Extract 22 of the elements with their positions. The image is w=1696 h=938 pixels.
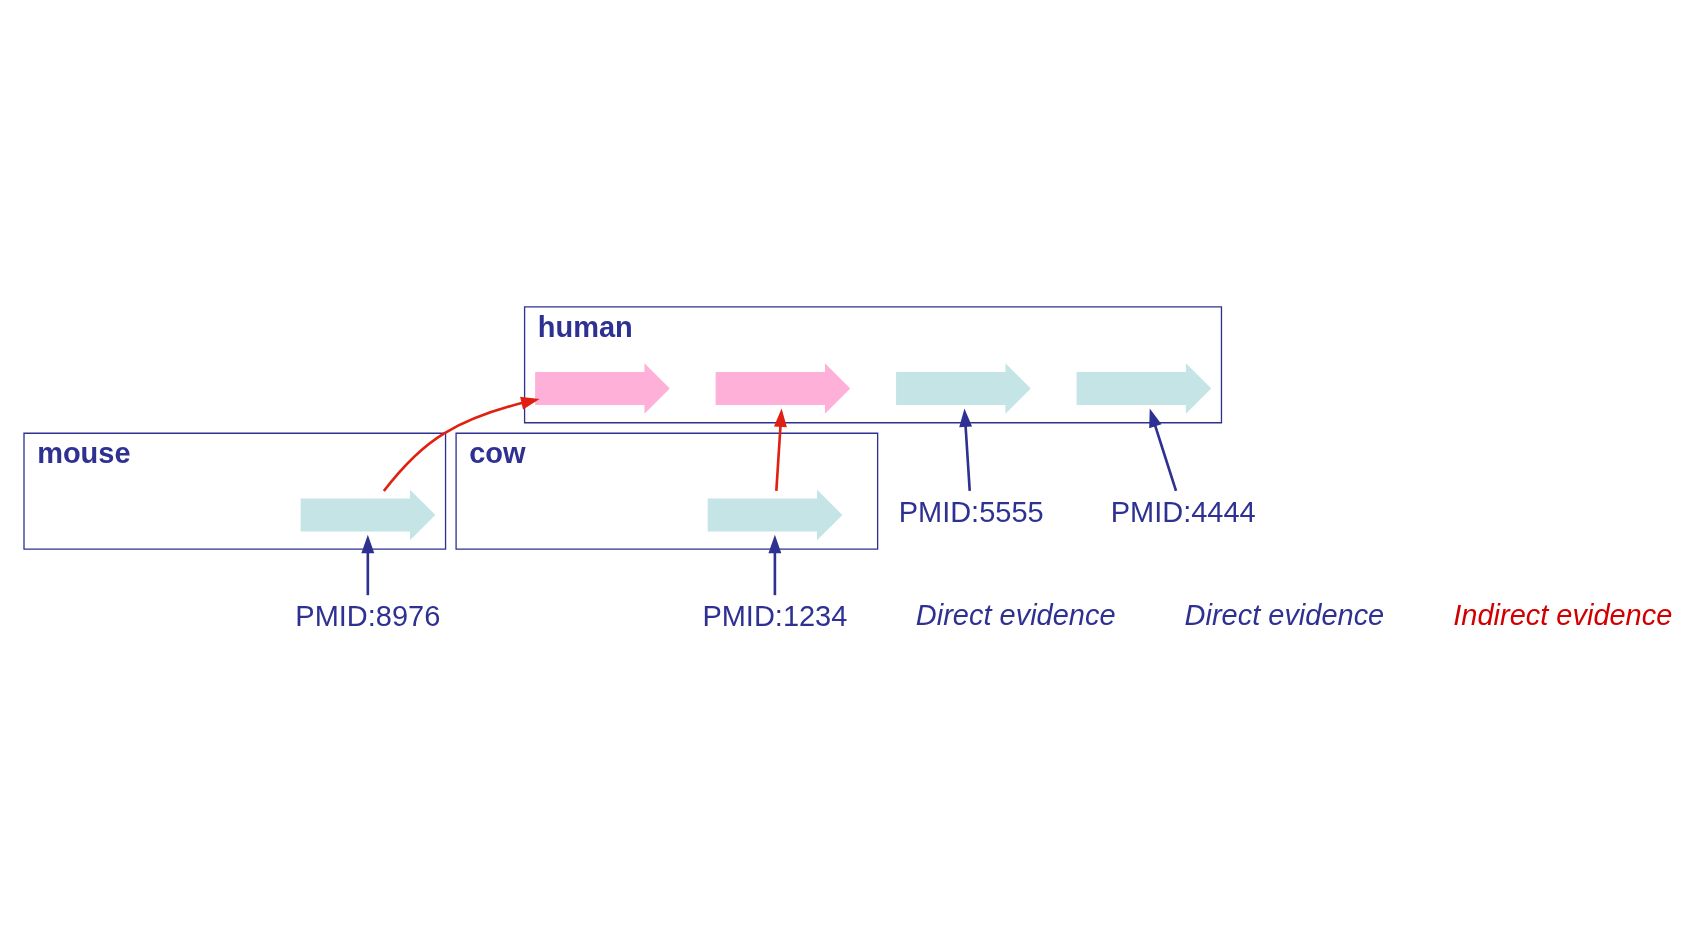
node-text: PMID:5555 xyxy=(898,495,1044,528)
cluster: human xyxy=(523,305,1223,423)
node-text: PMID:4444 xyxy=(1110,495,1256,528)
label: Direct evidence xyxy=(915,598,1116,631)
node-arrow xyxy=(535,362,670,414)
cluster: cow xyxy=(455,432,879,550)
node-text: PMID:8976 xyxy=(295,599,441,632)
node-arrow xyxy=(896,362,1031,414)
arrow xyxy=(774,407,787,491)
cluster: mouse xyxy=(23,432,447,550)
node-arrow xyxy=(707,489,843,540)
arrow xyxy=(361,534,375,595)
arrow xyxy=(959,407,973,491)
arrow xyxy=(1149,408,1178,491)
node-arrow xyxy=(300,489,436,540)
arrow xyxy=(382,396,540,492)
node-arrow xyxy=(1076,362,1212,414)
label: Indirect evidence xyxy=(1453,598,1673,631)
label: Direct evidence xyxy=(1184,598,1385,631)
arrow xyxy=(768,534,782,595)
node-text: PMID:1234 xyxy=(702,599,848,632)
node-arrow xyxy=(715,362,851,414)
